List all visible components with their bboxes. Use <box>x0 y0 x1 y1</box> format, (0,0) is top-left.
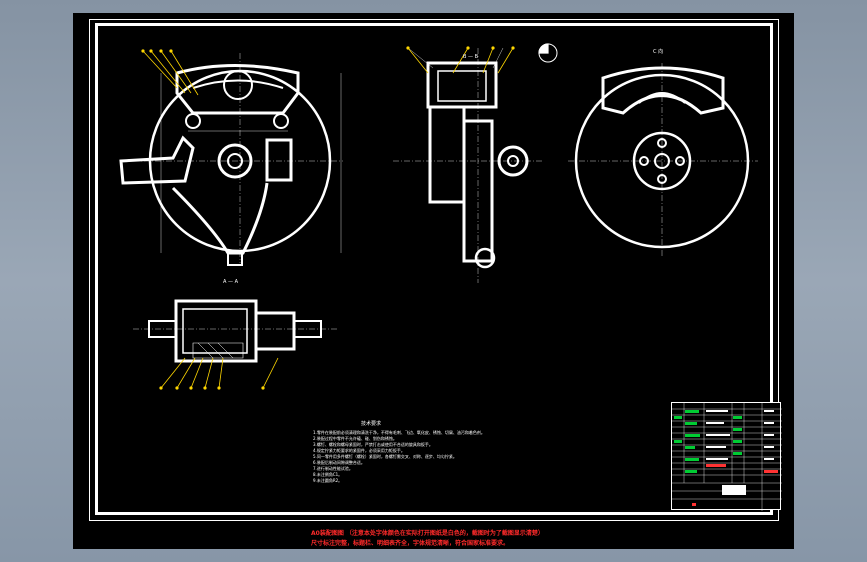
tech-note: 4.规定拧紧力矩要求的紧固件，必须采用力矩扳手。 <box>313 448 405 453</box>
bottom-section-view <box>133 299 338 363</box>
roughness-symbol <box>538 43 558 63</box>
label-b-b: B — B <box>463 54 479 60</box>
tech-note: 9.未注圆角R2。 <box>313 478 343 483</box>
drawing-inner-border <box>95 23 773 515</box>
tech-note: 6.装配后制动间隙调整合适。 <box>313 460 365 465</box>
title-block-parts-list <box>671 402 782 511</box>
cad-drawing-canvas: A — A B — B C 向 技术要求 1.零件在装配前必须清理和清洗干净，不… <box>73 13 794 549</box>
drawing-outer-frame <box>89 19 779 521</box>
tech-note: 2.装配过程中零件不允许磕、碰、划伤和锈蚀。 <box>313 436 397 441</box>
front-view <box>119 53 343 266</box>
tech-note: 7.进行制动性能试验。 <box>313 466 353 471</box>
label-c-view: C 向 <box>653 48 663 55</box>
caption-line-1: A0装配图图 （注意本处字体颜色在实际打开图纸是白色的，截图时为了截图显示清楚） <box>311 530 544 537</box>
side-section-view <box>393 47 543 283</box>
tech-requirements-title: 技术要求 <box>361 421 382 427</box>
parts-list-grid <box>672 403 782 511</box>
tech-note: 8.未注倒角C1。 <box>313 472 343 477</box>
tech-note: 3.螺钉、螺栓和螺母紧固时，严禁打击或使用不合适的旋具和扳手。 <box>313 442 433 447</box>
drawing-views: A — A B — B C 向 <box>119 43 758 390</box>
label-a-a: A — A <box>223 279 239 285</box>
caption-line-2: 尺寸标注完整，标题栏、明细表齐全，字体规范清晰，符合国家标准要求。 <box>311 540 510 547</box>
tech-note: 5.同一零件用多件螺钉（螺栓）紧固时，各螺钉需交叉、对称、逐步、均匀拧紧。 <box>313 454 457 459</box>
c-view <box>568 63 758 258</box>
tech-note: 1.零件在装配前必须清理和清洗干净，不得有毛刺、飞边、氧化皮、锈蚀、切屑、油污和… <box>313 430 485 435</box>
tech-requirements-list: 1.零件在装配前必须清理和清洗干净，不得有毛刺、飞边、氧化皮、锈蚀、切屑、油污和… <box>313 430 533 484</box>
